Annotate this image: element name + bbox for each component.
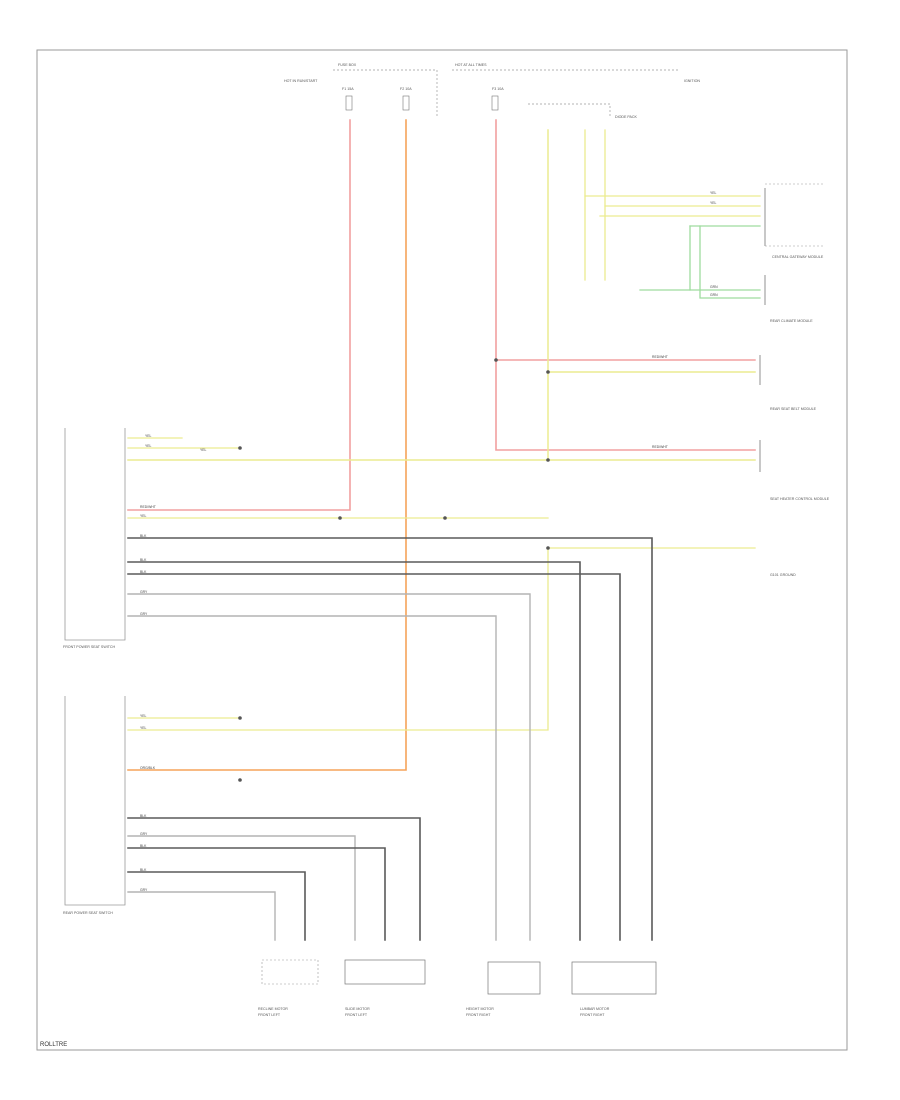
splice-points (238, 358, 550, 782)
label-gry-4: GRY (140, 888, 148, 892)
diagram-frame (36, 49, 848, 1051)
label-yel-6: YEL (140, 726, 147, 730)
motor-lumbar-label: LUMBAR MOTOR (580, 1007, 610, 1011)
motor-height-label: HEIGHT MOTOR (466, 1007, 494, 1011)
wires (127, 119, 761, 941)
wire-black-2 (127, 561, 581, 941)
diagram-ref: ROLLTRE (40, 1042, 67, 1048)
wire-code-labels: YEL YEL YEL RED/WHT YEL BLK BLK BLK GRY … (140, 191, 718, 892)
label-blk-5: BLK (140, 844, 147, 848)
wire-black-1 (127, 537, 653, 941)
label-yel-2: YEL (145, 444, 152, 448)
motor-recline-label: RECLINE MOTOR (258, 1007, 288, 1011)
label-blk-1: BLK (140, 534, 147, 538)
label-gry-1: GRY (140, 590, 148, 594)
diode-pack-label: DIODE PACK (615, 115, 638, 119)
label-blk-4: BLK (140, 814, 147, 818)
wire-gray-1 (127, 593, 531, 941)
label-red-3: RED/WHT (652, 445, 668, 449)
motor-recline-sub: FRONT LEFT (258, 1013, 281, 1017)
label-yel-5: YEL (140, 714, 147, 718)
hot-at-all-times-label: HOT AT ALL TIMES (455, 63, 487, 67)
label-yel-3: YEL (200, 448, 207, 452)
fuse-left-a: F1 15A (342, 87, 354, 91)
lower-block-label: REAR POWER SEAT SWITCH (63, 911, 113, 915)
label-blk-6: BLK (140, 868, 147, 872)
ignition-label: IGNITION (684, 79, 700, 83)
wire-gray-3 (127, 835, 356, 941)
label-yel-8: YEL (710, 201, 717, 205)
upper-connector-block: FRONT POWER SEAT SWITCH (63, 428, 126, 649)
wire-black-5 (127, 847, 386, 941)
label-grn-1: GRN (710, 285, 718, 289)
fuse-panel-label: FUSE BOX (338, 63, 357, 67)
label-grn-2: GRN (710, 293, 718, 297)
wire-gray-4 (127, 891, 276, 941)
motor-lumbar: LUMBAR MOTOR FRONT RIGHT (571, 961, 657, 1017)
label-blk-3: BLK (140, 570, 147, 574)
motor-slide-sub: FRONT LEFT (345, 1013, 368, 1017)
ground-label: G101 GROUND (770, 573, 796, 577)
wire-green-2 (699, 225, 761, 299)
fuse-right: F3 10A (492, 87, 504, 91)
wire-orange-1 (127, 119, 407, 771)
wire-red-2 (495, 119, 756, 451)
lower-connector-block: REAR POWER SEAT SWITCH (63, 696, 126, 915)
motor-slide-label: SLIDE MOTOR (345, 1007, 370, 1011)
motor-height-sub: FRONT RIGHT (466, 1013, 491, 1017)
motor-lumbar-sub: FRONT RIGHT (580, 1013, 605, 1017)
module-c-label: REAR SEAT BELT MODULE (770, 407, 817, 411)
wire-red-1 (127, 119, 351, 511)
label-yel-4: YEL (140, 514, 147, 518)
module-a-label: CENTRAL GATEWAY MODULE (772, 255, 824, 259)
module-d-label: SEAT HEATER CONTROL MODULE (770, 497, 830, 501)
wire-black-3 (127, 573, 621, 941)
motor-slide: SLIDE MOTOR FRONT LEFT (344, 959, 426, 1017)
wire-gray-2 (127, 615, 497, 941)
fuse-left-b: F2 10A (400, 87, 412, 91)
right-modules: CENTRAL GATEWAY MODULE REAR CLIMATE MODU… (759, 183, 830, 577)
wire-black-4 (127, 817, 421, 941)
label-yel-1: YEL (145, 434, 152, 438)
label-blk-2: BLK (140, 558, 147, 562)
wire-yellow-1 (547, 129, 756, 373)
wire-yellow-6 (127, 547, 549, 731)
module-b-label: REAR CLIMATE MODULE (770, 319, 813, 323)
wire-black-6 (127, 871, 306, 941)
top-fuse-area: FUSE BOX HOT AT ALL TIMES HOT IN RUN/STA… (284, 63, 700, 119)
label-red-1: RED/WHT (140, 505, 156, 509)
label-red-2: RED/WHT (652, 355, 668, 359)
upper-block-label: FRONT POWER SEAT SWITCH (63, 645, 116, 649)
motor-components: RECLINE MOTOR FRONT LEFT SLIDE MOTOR FRO… (258, 959, 657, 1017)
motor-height: HEIGHT MOTOR FRONT RIGHT (466, 961, 541, 1017)
label-yel-7: YEL (710, 191, 717, 195)
label-gry-3: GRY (140, 832, 148, 836)
label-gry-2: GRY (140, 612, 148, 616)
label-org-1: ORG/BLK (140, 766, 156, 770)
hot-in-run-start-label-left: HOT IN RUN/START (284, 79, 318, 83)
motor-recline: RECLINE MOTOR FRONT LEFT (258, 959, 319, 1017)
